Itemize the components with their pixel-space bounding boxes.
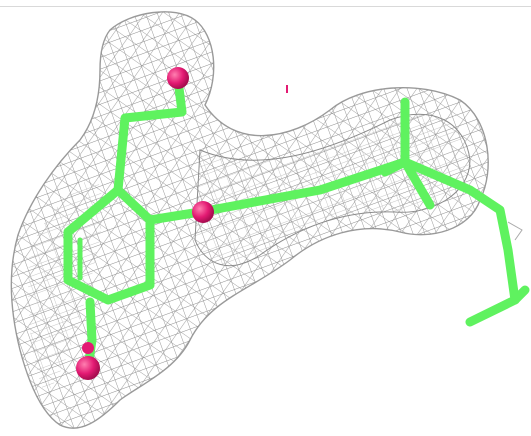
oxygen-atom-upper xyxy=(167,67,189,89)
bond-branch-left xyxy=(380,157,410,177)
oxygen-atom-ether xyxy=(192,201,214,223)
stray-marker xyxy=(286,85,288,93)
bond-chain-upper xyxy=(113,75,187,195)
oxygen-atom-lower xyxy=(76,356,100,380)
bond-branch-down xyxy=(400,157,435,210)
oxygen-atoms xyxy=(76,67,214,380)
bond-long-chain xyxy=(195,157,520,327)
bond-ring-ether xyxy=(145,207,205,225)
bond-tail xyxy=(510,285,530,305)
frame-top-border xyxy=(0,6,531,7)
oxygen-atom-lower-top xyxy=(82,342,94,354)
stick-model xyxy=(63,75,530,373)
